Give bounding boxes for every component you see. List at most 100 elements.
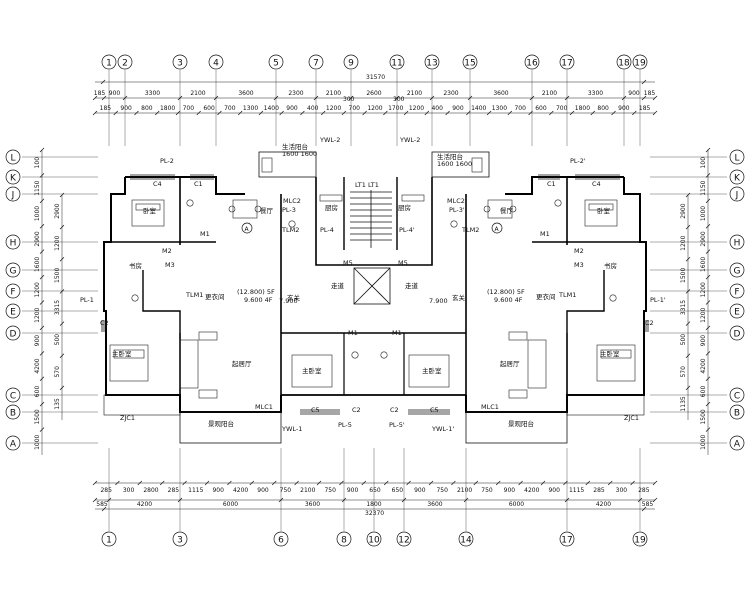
bottom-row1-tick-8 — [271, 480, 277, 486]
bottom-row2-dim-7: 4200 — [596, 501, 611, 508]
dining-chair-right-0 — [483, 205, 491, 213]
top-row3-tick-1 — [113, 110, 118, 116]
left-inner-tick-2 — [59, 257, 65, 262]
top-total-tick-0 — [100, 79, 106, 85]
window-c2-left: C2 — [352, 406, 361, 414]
top-total-tick-1 — [641, 79, 647, 85]
top-row3-dim-24: 800 — [597, 105, 609, 112]
bottom-row1-dim-16: 2100 — [457, 487, 472, 494]
axis-label-top-5: 5 — [273, 59, 279, 69]
axis-bubble-bottom-19 — [632, 531, 648, 547]
pl-2-left-label: PL-2 — [160, 157, 174, 165]
top-row3-dim-0: 185 — [100, 105, 112, 112]
top-row3-dim-19: 1300 — [492, 105, 507, 112]
top-row3-tick-8 — [258, 110, 264, 116]
right-inner-dim-0: 2900 — [680, 203, 687, 218]
bottom-row2-dim-8: 585 — [642, 501, 654, 508]
left-inner-dim-1: 1200 — [54, 235, 61, 250]
right-inner-dim-5: 570 — [680, 366, 687, 378]
axis-bubble-right-H — [729, 234, 745, 250]
top-row3-dim-5: 600 — [203, 105, 215, 112]
door-m3-right: M3 — [574, 261, 584, 269]
sanitary-fixture-6 — [351, 351, 359, 359]
top-row2-dim-9: 2300 — [443, 90, 458, 97]
axis-bubble-top-19 — [632, 54, 648, 70]
top-row2-tick-8 — [394, 95, 400, 101]
armchair-left — [198, 331, 218, 341]
bottom-row1-dim-10: 750 — [324, 487, 336, 494]
armchair-right-2 — [508, 389, 528, 399]
mlc-left: MLC1 — [255, 403, 273, 411]
top-row2-dim-13: 900 — [628, 90, 640, 97]
right-outer-dim-0: 100 — [700, 157, 707, 169]
axis-bubble-top-1 — [101, 54, 117, 70]
door-m1-right: M1 — [540, 230, 550, 238]
axis-label-bottom-6: 6 — [278, 536, 284, 546]
bed-mid-left — [291, 354, 333, 388]
sofa-left — [179, 339, 199, 389]
top-row2-tick-2 — [122, 95, 128, 101]
bottom-row2-tick-3 — [278, 497, 284, 503]
left-outer-tick-7 — [39, 325, 45, 331]
bottom-row1-dim-18: 900 — [504, 487, 516, 494]
left-inner-dim-6: 135 — [54, 398, 61, 410]
top-row3-tick-5 — [196, 110, 201, 116]
bottom-row1-dim-3: 285 — [168, 487, 180, 494]
left-inner-tick-1 — [59, 224, 65, 230]
bottom-row1-dim-7: 900 — [257, 487, 269, 494]
axis-label-right-J: J — [735, 191, 739, 201]
right-study-wall — [566, 270, 605, 333]
svg-text:A: A — [495, 226, 500, 233]
top-row3-dim-11: 1200 — [326, 105, 341, 112]
corridor-right: 走道 — [405, 281, 419, 290]
top-row3-tick-24 — [590, 110, 596, 116]
bottom-row1-dim-24: 285 — [638, 487, 650, 494]
axis-label-right-B: B — [734, 409, 740, 419]
bottom-row1-dim-17: 750 — [481, 487, 493, 494]
service-balcony-left-frame — [258, 151, 317, 178]
top-row3-dim-3: 1800 — [160, 105, 175, 112]
right-inner-tick-0 — [685, 192, 691, 198]
bottom-row1-dim-11: 900 — [347, 487, 359, 494]
axis-bubble-right-D — [729, 325, 745, 341]
axis-bubble-top-17 — [559, 54, 575, 70]
top-row2-dim-7: 2600 — [366, 90, 381, 97]
bottom-row1-tick-10 — [316, 480, 322, 486]
right-outer-tick-4 — [705, 249, 711, 254]
mlc2-right: MLC2 — [447, 197, 465, 205]
right-outer-tick-3 — [705, 224, 711, 229]
top-row3-tick-27 — [652, 110, 658, 116]
bottom-row2-tick-6 — [463, 497, 469, 503]
kitchen-counter-left — [319, 194, 343, 202]
bottom-row1-tick-9 — [294, 480, 299, 486]
top-row2-tick-15 — [652, 95, 658, 101]
wardrobe-left: 更衣间 — [205, 292, 225, 301]
right-outer-tick-6 — [705, 300, 711, 305]
axis-bubble-left-F — [5, 283, 21, 299]
section-marker-left: A — [241, 222, 253, 234]
axis-label-left-G: G — [10, 267, 17, 277]
door-m2-left: M2 — [162, 247, 172, 255]
bedroom-right: 卧室 — [597, 206, 611, 215]
bottom-total-tick-0 — [101, 506, 107, 512]
right-outer-dim-3: 2900 — [700, 231, 707, 246]
door-m1-mid-left: M1 — [348, 329, 358, 337]
elevator-shaft — [353, 267, 391, 305]
top-row2-dim-4: 3600 — [238, 90, 253, 97]
axis-bubble-top-15 — [462, 54, 478, 70]
bottom-row2-tick-1 — [106, 497, 112, 503]
level-4f-right: 9.600 4F — [494, 296, 523, 304]
right-outer-dim-11: 1000 — [700, 434, 707, 449]
left-outer-dim-1: 1150 — [34, 180, 41, 195]
top-row3-tick-21 — [528, 110, 533, 116]
top-row2-tick-10 — [467, 95, 473, 101]
master-bed-left — [109, 344, 149, 382]
axis-bubble-top-4 — [208, 54, 224, 70]
kitchen-counter-right — [401, 194, 425, 202]
bottom-row1-tick-22 — [585, 480, 591, 486]
washer-right — [471, 157, 483, 173]
top-row3-dim-13: 1200 — [367, 105, 382, 112]
bottom-row1-tick-17 — [473, 480, 479, 486]
top-row2-tick-4 — [213, 95, 219, 101]
left-outer-tick-10 — [39, 401, 45, 407]
